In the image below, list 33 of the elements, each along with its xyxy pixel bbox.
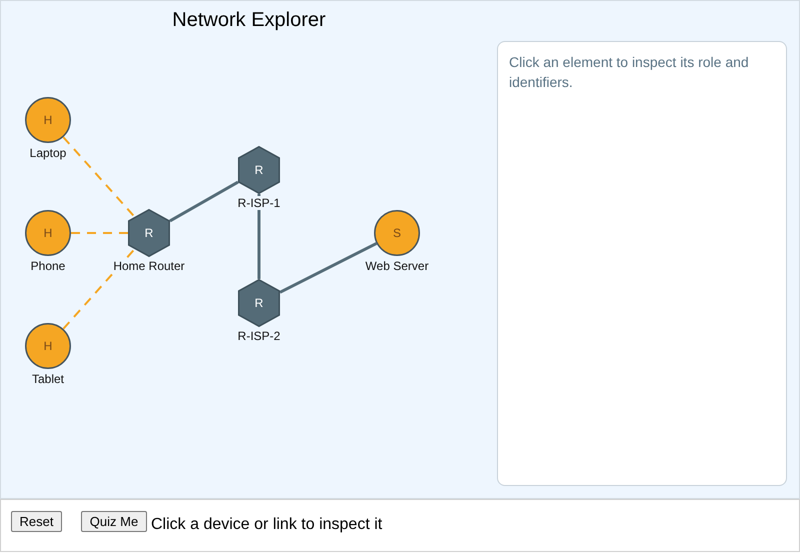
host-circle [25,97,71,143]
node-label: Phone [30,259,66,273]
node-label: R-ISP-1 [236,196,282,210]
link-line [258,194,260,279]
dashed-link-line [71,232,128,234]
hint-text: Click an element to inspect its role and identifiers. [509,53,750,92]
type-letter: R [144,227,154,239]
node-label: R-ISP-2 [236,329,282,343]
dashed-link-line [62,248,136,330]
type-letter: R [254,297,264,309]
link-line [279,242,378,294]
router-hexagon [238,146,280,194]
server-circle [374,210,420,256]
router-hexagon [238,279,280,327]
type-letter: H [44,114,52,126]
host-circle [25,210,71,256]
title: Network Explorer [172,9,326,31]
node-label: Home Router [112,259,186,273]
link-line [169,180,239,222]
node-label: Laptop [28,146,68,160]
host-circle [25,323,71,369]
router-hexagon [128,209,170,257]
quiz-button: Quiz Me [81,511,147,532]
dashed-link-line [62,136,136,218]
reset-button: Reset [11,511,62,532]
status-text: Click a device or link to inspect it [151,516,382,534]
info-panel [497,41,787,486]
type-letter: H [44,227,52,239]
type-letter: R [254,164,264,176]
node-label: Web Server [364,259,430,273]
type-letter: S [392,227,401,239]
node-label: Tablet [30,372,66,386]
type-letter: H [44,340,52,352]
